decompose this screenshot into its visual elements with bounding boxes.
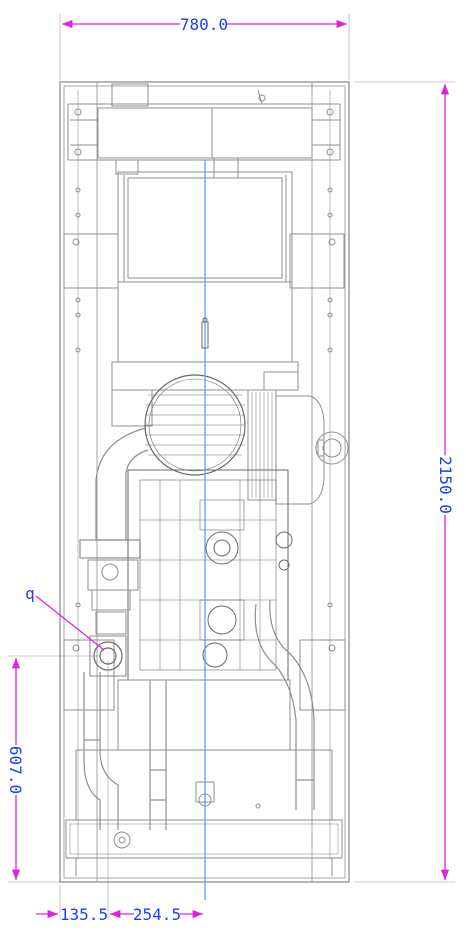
lower-pipes xyxy=(83,599,315,830)
callout-label: b xyxy=(25,586,35,605)
left-cluster xyxy=(87,559,139,635)
center-marker xyxy=(201,317,209,349)
air-filter xyxy=(144,374,246,476)
intake-pipe xyxy=(79,427,149,559)
outer-frame xyxy=(59,81,350,883)
cooling-fins xyxy=(247,389,349,505)
outlet-height-dimension: 607.0 xyxy=(6,746,25,794)
dimension-lines xyxy=(11,19,450,919)
base-frame xyxy=(65,679,343,876)
width-dimension: 780.0 xyxy=(180,15,228,34)
rail-holes xyxy=(75,187,333,608)
left-offset-dimension: 135.5 xyxy=(60,905,108,924)
top-tank xyxy=(67,83,341,179)
extension-lines xyxy=(8,14,455,920)
outlet-offset-dimension: 254.5 xyxy=(133,905,181,924)
mount-brackets xyxy=(63,233,346,711)
height-dimension: 2150.0 xyxy=(436,456,455,514)
engine-block xyxy=(127,469,293,681)
outlet-flange xyxy=(89,635,127,677)
